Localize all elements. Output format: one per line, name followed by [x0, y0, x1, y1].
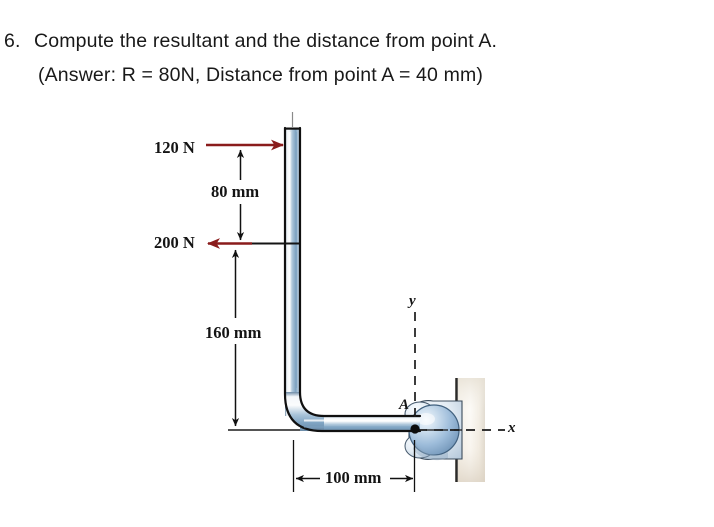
axis-y-label: y [409, 293, 416, 309]
coordinate-axes [412, 312, 505, 431]
point-a-label: A [399, 397, 410, 413]
dimension-label-100mm: 100 mm [325, 468, 382, 487]
problem-statement: Compute the resultant and the distance f… [34, 30, 498, 52]
problem-number: 6. [4, 30, 21, 52]
dimension-label-80mm: 80 mm [211, 182, 260, 201]
force-label-120n: 120 N [154, 138, 195, 157]
axis-x-label: x [508, 420, 516, 436]
dimension-100mm [292, 440, 416, 492]
problem-statement-line: 6. Compute the resultant and the distance… [4, 30, 498, 52]
dimension-label-160mm: 160 mm [205, 323, 262, 342]
force-label-200n: 200 N [154, 233, 195, 252]
point-a-marker [410, 424, 420, 434]
bent-pipe [283, 112, 422, 433]
problem-answer: (Answer: R = 80N, Distance from point A … [38, 64, 484, 86]
